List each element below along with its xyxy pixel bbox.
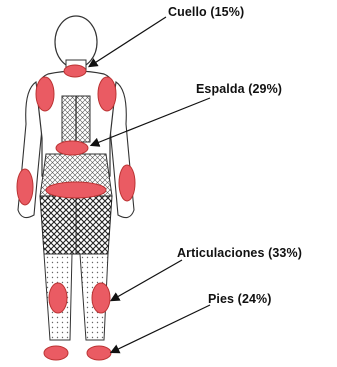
feet-label: Pies (24%) (208, 292, 272, 306)
right-wrist-highlight (118, 164, 136, 202)
left-shoulder-highlight (35, 76, 55, 112)
left-knee-highlight (48, 282, 68, 314)
right-foot-highlight (86, 345, 112, 361)
neck-highlight (63, 64, 87, 78)
neck-label: Cuello (15%) (168, 5, 245, 19)
left-thigh (39, 195, 77, 255)
right-knee-highlight (91, 282, 111, 314)
right-shoulder-highlight (97, 76, 117, 112)
back-arrow (89, 97, 211, 147)
neck-arrow (87, 16, 167, 68)
right-thigh (75, 195, 113, 255)
back-highlight (55, 140, 89, 156)
joints-arrow (109, 259, 183, 302)
back-label: Espalda (29%) (196, 82, 283, 96)
left-foot-highlight (43, 345, 69, 361)
joints-label: Articulaciones (33%) (177, 246, 302, 260)
feet-arrow (109, 304, 211, 354)
hip-highlight (45, 181, 107, 199)
left-wrist-highlight (16, 168, 34, 206)
